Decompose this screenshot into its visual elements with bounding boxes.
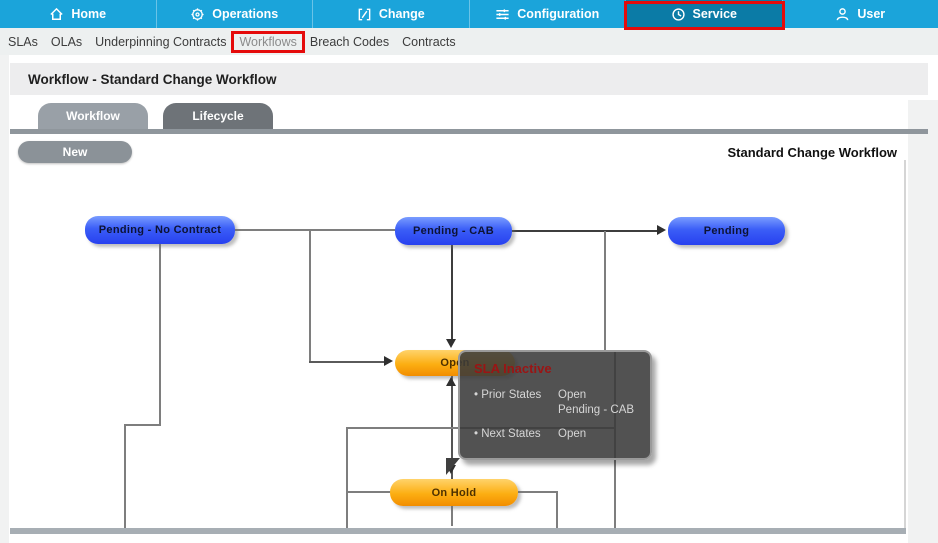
left-margin-strip bbox=[0, 55, 9, 543]
page-title-band: Workflow - Standard Change Workflow bbox=[10, 63, 928, 95]
workflow-state-pending-cab[interactable]: Pending - CAB bbox=[395, 217, 512, 245]
home-icon bbox=[49, 7, 64, 22]
workflow-connector-line bbox=[309, 361, 387, 363]
right-margin-strip bbox=[908, 100, 938, 543]
workflow-connector-line bbox=[309, 230, 311, 362]
nav-tab-configuration[interactable]: Configuration bbox=[468, 0, 626, 28]
workflow-connector-line bbox=[124, 424, 161, 426]
tab-workflow[interactable]: Workflow bbox=[38, 103, 148, 129]
prior-states-label: • Prior States bbox=[474, 389, 542, 401]
nav-tab-operations[interactable]: Operations bbox=[155, 0, 313, 28]
workflow-state-on-hold[interactable]: On Hold bbox=[390, 479, 518, 506]
tooltip-row: • Next States Open bbox=[474, 427, 640, 442]
prior-states-value-2: Pending - CAB bbox=[558, 404, 635, 416]
sla-tooltip-tail bbox=[446, 458, 460, 475]
workflow-connector-line bbox=[346, 427, 348, 528]
workflow-connector-line bbox=[159, 244, 161, 426]
subnav-item-contracts[interactable]: Contracts bbox=[402, 34, 456, 49]
change-icon bbox=[357, 7, 372, 22]
arrowhead-right bbox=[384, 356, 393, 366]
sla-tooltip: SLA Inactive • Prior States Open Pending… bbox=[458, 350, 652, 460]
next-states-value: Open bbox=[558, 428, 587, 440]
arrowhead-right bbox=[657, 225, 666, 235]
workflow-connector-line bbox=[451, 506, 453, 526]
tab-lifecycle[interactable]: Lifecycle bbox=[163, 103, 273, 129]
configuration-icon bbox=[495, 7, 510, 22]
service-sub-navigation: SLAs OLAs Underpinning Contracts Workflo… bbox=[0, 28, 938, 55]
next-states-label: • Next States bbox=[474, 428, 541, 440]
operations-icon bbox=[190, 7, 205, 22]
workflow-state-pending-no-contract[interactable]: Pending - No Contract bbox=[85, 216, 235, 244]
nav-tab-user[interactable]: User bbox=[781, 0, 938, 28]
top-navigation-bar: Home Operations Change Configuration Ser… bbox=[0, 0, 938, 30]
workflow-name-label: Standard Change Workflow bbox=[727, 145, 898, 160]
user-icon bbox=[835, 7, 850, 22]
arrowhead-down bbox=[446, 339, 456, 348]
prior-states-value-1: Open bbox=[558, 389, 587, 401]
nav-tab-label: Service bbox=[692, 7, 737, 21]
page-title: Workflow - Standard Change Workflow bbox=[28, 71, 277, 87]
workflow-connector-line bbox=[346, 491, 392, 493]
nav-tab-label: Configuration bbox=[517, 7, 600, 21]
subnav-item-workflows[interactable]: Workflows bbox=[231, 30, 305, 53]
nav-tab-label: Operations bbox=[212, 7, 279, 21]
nav-tab-label: User bbox=[857, 7, 886, 21]
canvas-right-border bbox=[904, 160, 906, 533]
service-clock-icon bbox=[671, 7, 686, 22]
workflow-connector-line bbox=[556, 491, 558, 528]
prior-states-spacer bbox=[474, 403, 558, 418]
subnav-item-olas[interactable]: OLAs bbox=[50, 34, 83, 49]
workflow-connector-line bbox=[604, 231, 606, 352]
canvas-bottom-border bbox=[10, 528, 906, 534]
nav-tab-label: Home bbox=[71, 7, 107, 21]
subnav-item-slas[interactable]: SLAs bbox=[8, 34, 38, 49]
subnav-item-underpinning-contracts[interactable]: Underpinning Contracts bbox=[95, 34, 227, 49]
workflow-connector-line bbox=[451, 245, 453, 342]
arrowhead-up bbox=[446, 377, 456, 386]
sla-tooltip-title: SLA Inactive bbox=[474, 361, 552, 376]
workflow-state-pending[interactable]: Pending bbox=[668, 217, 785, 245]
nav-tab-home[interactable]: Home bbox=[0, 0, 156, 28]
nav-tab-service[interactable]: Service bbox=[624, 0, 785, 30]
tab-underline-bar bbox=[10, 129, 928, 134]
subnav-item-workflows-label: Workflows bbox=[239, 34, 297, 49]
workflow-connector-line bbox=[512, 230, 660, 232]
workflow-connector-line bbox=[235, 229, 395, 231]
tooltip-row: Pending - CAB bbox=[474, 403, 640, 418]
workflow-connector-line bbox=[124, 424, 126, 528]
nav-tab-change[interactable]: Change bbox=[312, 0, 469, 28]
subnav-item-breach-codes[interactable]: Breach Codes bbox=[309, 34, 390, 49]
nav-tab-label: Change bbox=[378, 7, 425, 21]
tooltip-row: • Prior States Open bbox=[474, 388, 640, 403]
workflow-connector-line bbox=[518, 491, 558, 493]
new-button[interactable]: New bbox=[18, 141, 132, 163]
